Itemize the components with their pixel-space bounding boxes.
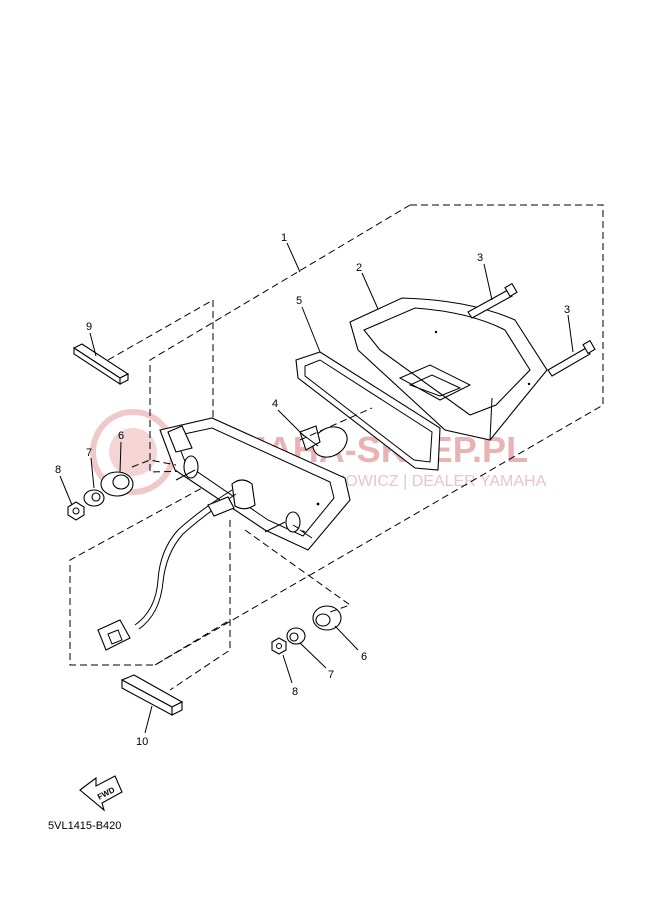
leader-lines [107, 299, 373, 691]
pad-part-10 [120, 674, 184, 716]
callout-5: 5 [296, 295, 302, 307]
callout-8-right: 8 [292, 686, 298, 698]
fwd-arrow-icon: FWD [79, 775, 123, 812]
callout-9: 9 [86, 321, 92, 333]
housing-base-part [159, 417, 351, 551]
callout-10: 10 [136, 736, 148, 748]
housing-bolts [175, 469, 286, 533]
callout-4: 4 [272, 398, 278, 410]
callout-1: 1 [281, 232, 287, 244]
watermark-sub-text: CECHOWICZ | DEALER YAMAHA [300, 473, 547, 490]
screw-part-upper [467, 282, 518, 319]
pad-part-9 [72, 343, 130, 386]
screw-part-lower [547, 339, 596, 377]
left-fasteners [67, 471, 134, 521]
callout-numbers: 1 2 3 3 4 5 6 6 7 7 8 8 9 10 [55, 232, 570, 748]
callout-6-left: 6 [118, 430, 124, 442]
callout-leaders [59, 242, 574, 734]
callout-8-left: 8 [55, 464, 61, 476]
callout-3-upper: 3 [477, 252, 483, 264]
callout-6-right: 6 [361, 651, 367, 663]
callout-7-right: 7 [328, 669, 334, 681]
callout-3-lower: 3 [564, 304, 570, 316]
right-fasteners [271, 605, 342, 655]
bulb-part [299, 425, 348, 458]
lens-part [349, 297, 548, 441]
wire-harness [97, 489, 237, 651]
diagram-code: 5VL1415-B420 [48, 820, 122, 832]
callout-7-left: 7 [86, 447, 92, 459]
callout-2: 2 [356, 262, 362, 274]
assembly-outline [69, 204, 604, 666]
